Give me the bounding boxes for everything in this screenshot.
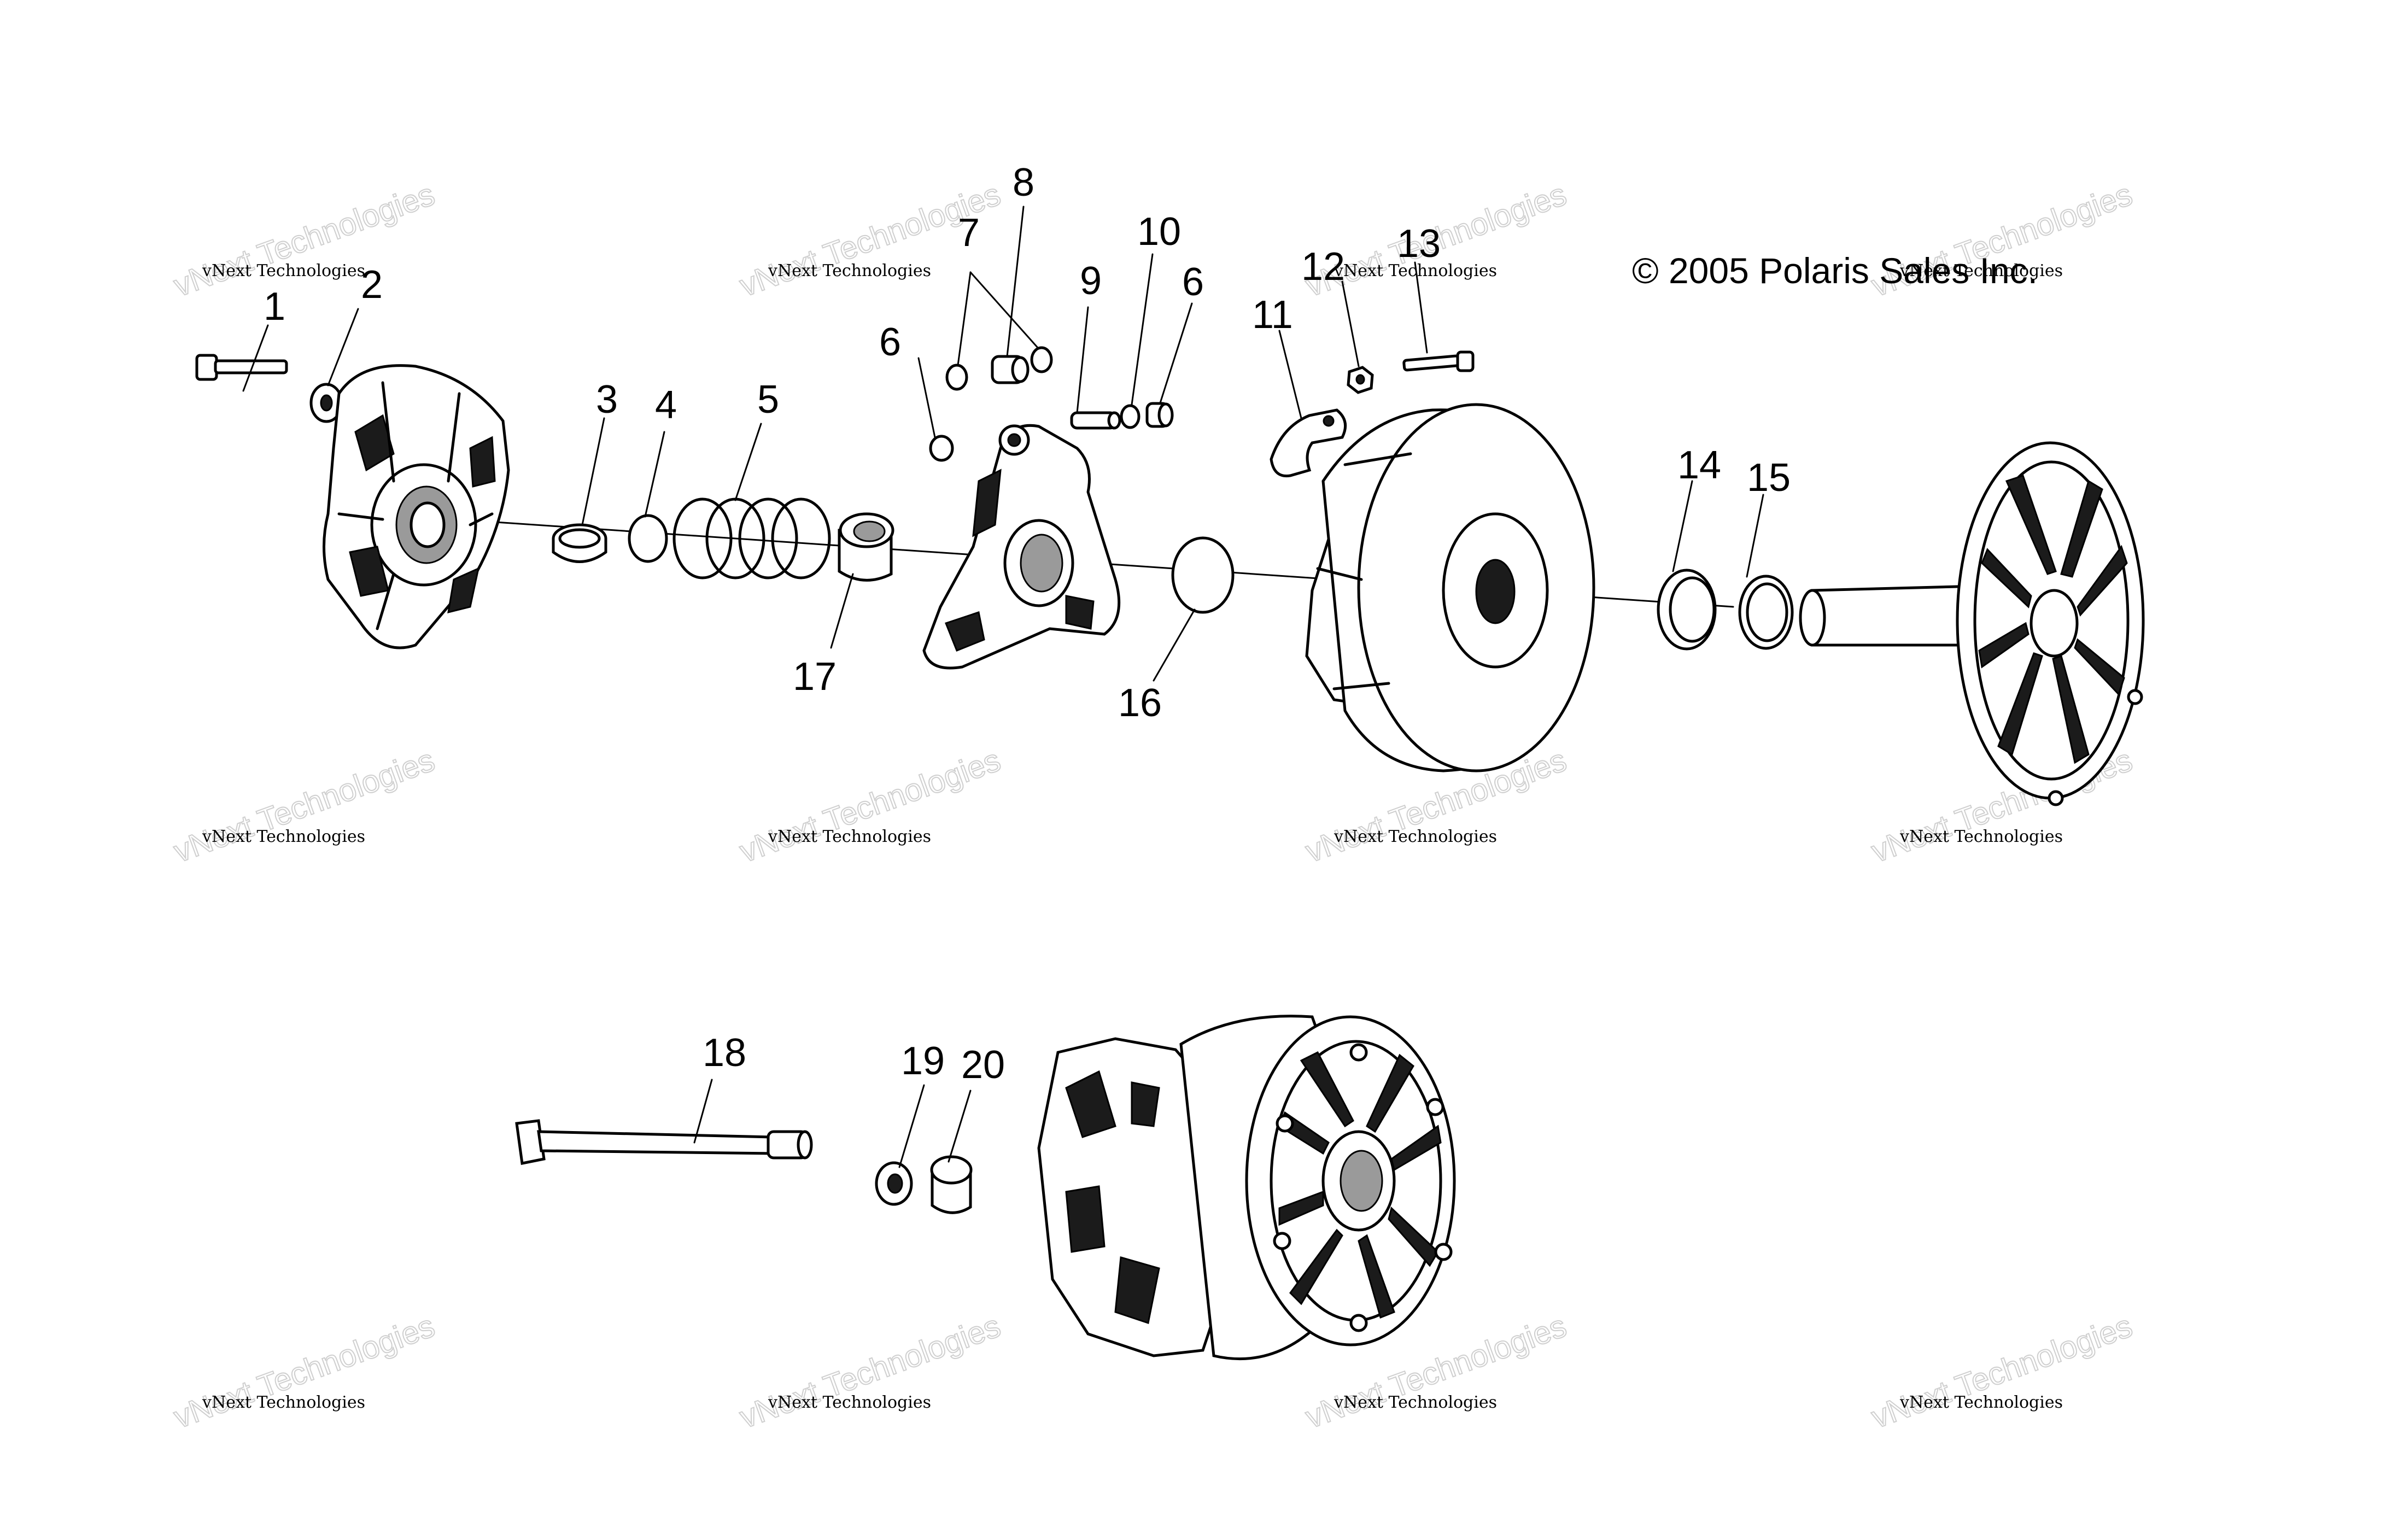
svg-text:vNext Technologies: vNext Technologies (169, 1308, 440, 1436)
part-6-roller-left (929, 435, 954, 462)
part-11-weight (1270, 408, 1347, 478)
svg-text:vNext Technologies: vNext Technologies (768, 261, 931, 280)
callout-11: 11 (1252, 293, 1293, 337)
callout-6-right: 6 (1182, 260, 1204, 304)
svg-text:vNext Technologies: vNext Technologies (202, 827, 365, 846)
part-12-nut (1347, 366, 1374, 394)
moveable-sheave (1305, 403, 1595, 772)
part-20-spacer (930, 1155, 973, 1214)
weight-hole (1323, 415, 1335, 427)
part-18-bolt (515, 1119, 813, 1165)
part-3-bushing (552, 523, 607, 563)
callout-5: 5 (757, 378, 779, 421)
svg-text:vNext Technologies: vNext Technologies (768, 827, 931, 846)
svg-text:vNext Technologies: vNext Technologies (169, 177, 440, 304)
svg-text:vNext Technologies: vNext Technologies (768, 1393, 931, 1412)
callout-13: 13 (1397, 222, 1441, 266)
svg-text:vNext Technologies: vNext Technologies (1899, 261, 2063, 280)
svg-text:vNext Technologies: vNext Technologies (1899, 1393, 2063, 1412)
callout-20: 20 (961, 1043, 1005, 1087)
part-17-sleeve (838, 512, 894, 582)
callout-8: 8 (1013, 161, 1034, 204)
clutch-spider-cover (323, 364, 510, 649)
part-9-pin (1070, 411, 1121, 430)
watermark: vNext Technologies vNext Technologies (735, 1308, 1006, 1436)
callout-9: 9 (1080, 259, 1102, 303)
callout-16: 16 (1118, 681, 1162, 725)
part-4-ring (628, 514, 668, 563)
callout-4: 4 (655, 383, 677, 427)
callout-1: 1 (264, 285, 285, 329)
copyright-notice: © 2005 Polaris Sales Inc. (1632, 250, 2038, 291)
watermark: vNext Technologies vNext Technologies (169, 742, 440, 870)
svg-text:vNext Technologies: vNext Technologies (735, 742, 1005, 870)
svg-text:vNext Technologies: vNext Technologies (169, 742, 440, 870)
callout-15: 15 (1747, 456, 1791, 500)
part-5-spring (672, 497, 831, 579)
callout-2: 2 (361, 263, 383, 307)
part-10-washer (1120, 404, 1141, 429)
callout-14: 14 (1677, 443, 1721, 487)
callout-19: 19 (901, 1039, 945, 1083)
fixed-sheave (1799, 441, 2145, 806)
part-1-bolt (195, 354, 288, 381)
part-13-bolt (1402, 350, 1475, 372)
part-14-bushing (1657, 569, 1717, 651)
watermark: vNext Technologies vNext Technologies (169, 176, 440, 305)
svg-text:vNext Technologies: vNext Technologies (202, 261, 365, 280)
part-15-ring (1738, 575, 1794, 650)
watermark: vNext Technologies vNext Technologies (735, 742, 1006, 870)
part-19-washer (875, 1161, 913, 1206)
callout-18: 18 (703, 1031, 746, 1075)
part-7-washer-left (945, 364, 968, 391)
svg-text:vNext Technologies: vNext Technologies (1334, 1393, 1497, 1412)
watermark: vNext Technologies vNext Technologies (1867, 1308, 2138, 1436)
callout-3: 3 (596, 378, 618, 421)
callout-labels: 1 2 3 4 5 6 7 8 9 10 6 11 12 13 14 15 17… (264, 161, 1791, 1087)
moveable-spider (922, 424, 1121, 670)
callout-10: 10 (1137, 210, 1181, 254)
svg-text:vNext Technologies: vNext Technologies (1334, 827, 1497, 846)
part-6-roller-right (1145, 402, 1174, 428)
callout-12: 12 (1301, 245, 1345, 289)
part-16-ring (1171, 536, 1235, 614)
callout-6-left: 6 (879, 320, 901, 364)
svg-text:vNext Technologies: vNext Technologies (202, 1393, 365, 1412)
svg-text:vNext Technologies: vNext Technologies (735, 1308, 1005, 1436)
svg-text:vNext Technologies: vNext Technologies (1867, 1308, 2137, 1436)
assembled-clutch (1037, 1015, 1456, 1361)
callout-7: 7 (958, 211, 980, 255)
part-8-bushing (991, 355, 1030, 384)
part-7-washer-right (1030, 346, 1053, 373)
leader-lines-lower (693, 1079, 972, 1168)
callout-17: 17 (793, 655, 837, 699)
watermark: vNext Technologies vNext Technologies (169, 1308, 440, 1436)
leader-lines-upper (242, 206, 1764, 682)
svg-text:vNext Technologies: vNext Technologies (1899, 827, 2063, 846)
